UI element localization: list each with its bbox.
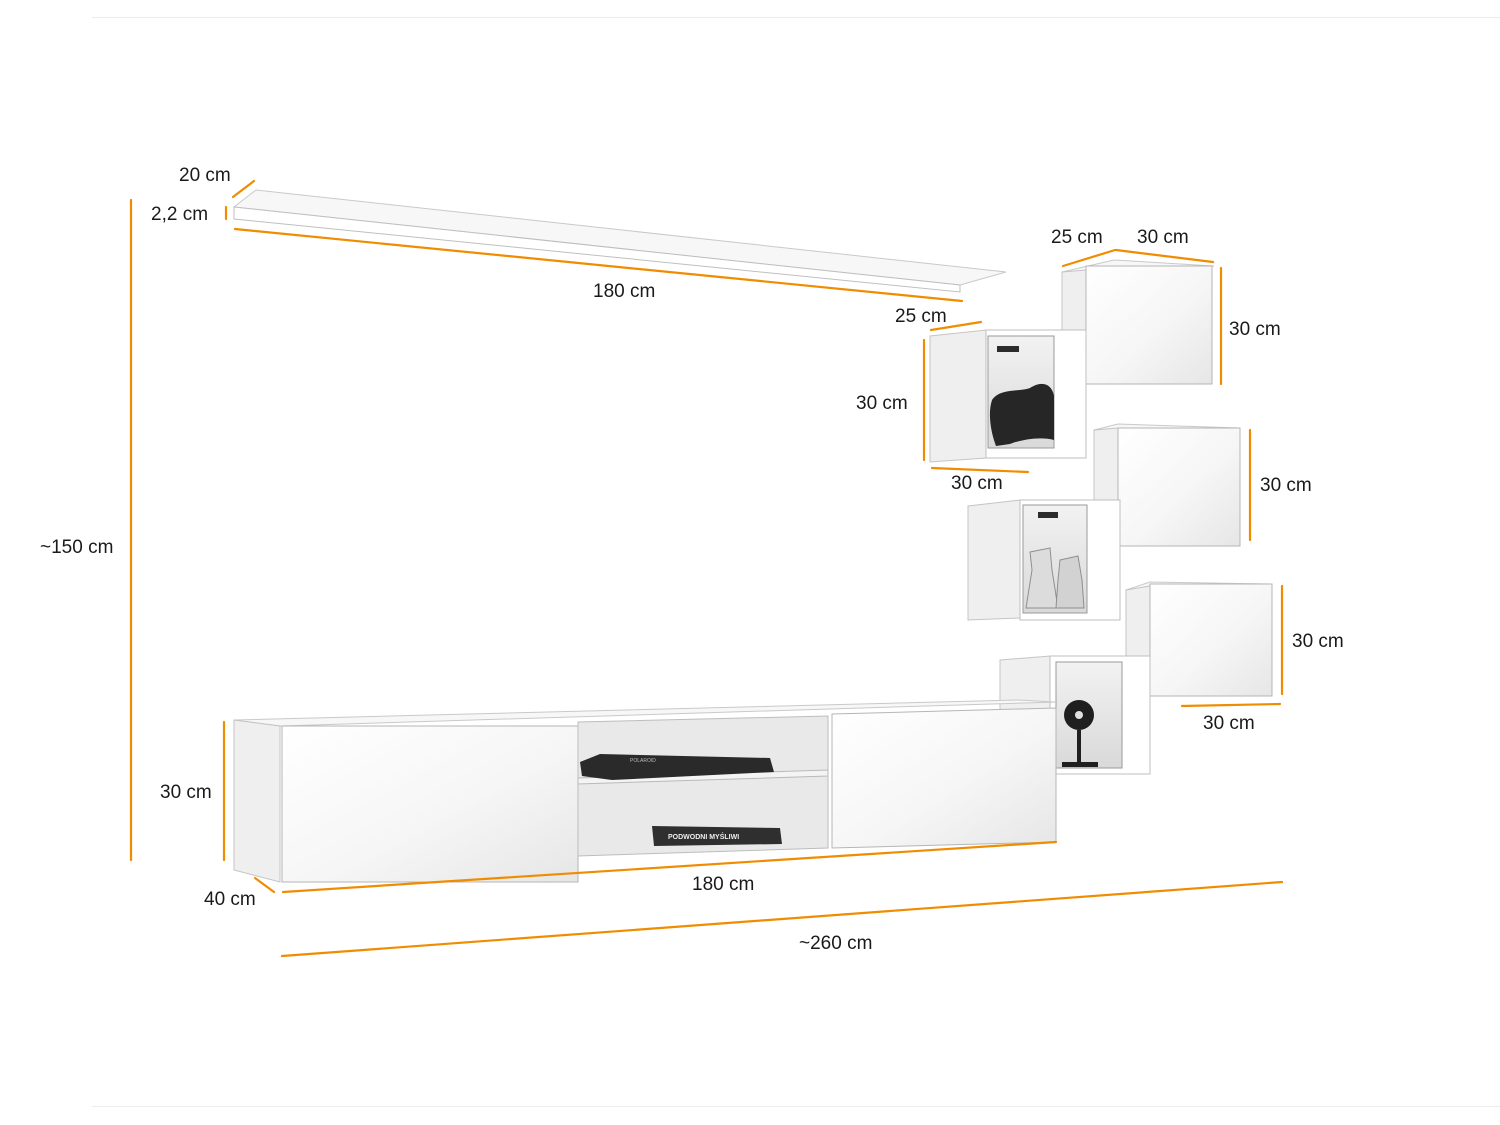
dim-line-cube-b-width [930,466,1030,474]
dim-line-cube-d-width [1180,702,1282,708]
label-shelf-length: 180 cm [593,281,655,302]
cube-glass-bear [929,329,1087,463]
tv-door-left [281,725,579,883]
top-divider [92,17,1500,18]
label-cube-d-width: 30 cm [1203,713,1255,734]
led-lamp [1038,512,1058,518]
label-total-width: ~260 cm [799,933,872,954]
label-tv-depth: 40 cm [204,889,256,910]
dimension-labels: 20 cm 2,2 cm 180 cm ~150 cm 25 cm 30 cm … [40,165,1344,954]
label-cube-a-depth: 25 cm [1051,227,1103,248]
label-cube-c-height: 30 cm [1260,475,1312,496]
bear-figurine [989,383,1054,446]
vase-right [1055,555,1085,609]
label-shelf-thickness: 2,2 cm [151,204,208,225]
label-cube-b-width: 30 cm [951,473,1003,494]
cube-glass-vases [967,499,1121,621]
dim-line-tv-depth [253,876,276,894]
label-shelf-depth: 20 cm [179,165,231,186]
dim-line-cube-b-depth [929,320,983,332]
book [652,826,782,846]
dimension-lines [129,179,1284,958]
tv-unit: POLAROID PODWODNI MYŚLIWI [233,699,1057,883]
bottom-divider [92,1106,1500,1107]
dim-line-cube-a-width [1114,248,1215,264]
label-tv-length: 180 cm [692,874,754,895]
dim-line-tv-length [281,840,1058,894]
led-lamp [997,346,1019,352]
cube-closed-top-right [1061,259,1215,385]
tv-door-right [831,707,1057,849]
cube-closed-bottom-right [1125,581,1273,697]
label-cube-d-height: 30 cm [1292,631,1344,652]
label-cube-a-width: 30 cm [1137,227,1189,248]
dim-line-cube-a-depth [1061,248,1117,268]
book-title: PODWODNI MYŚLIWI [668,832,739,841]
cube-closed-middle-right [1093,423,1241,547]
dim-line-shelf-depth [231,179,256,199]
label-cube-a-height: 30 cm [1229,319,1281,340]
label-cube-b-depth: 25 cm [895,306,947,327]
tv-open-section [577,715,829,857]
dvd-brand: POLAROID [630,758,656,764]
dim-line-total-width [280,880,1284,958]
label-tv-height: 30 cm [160,782,212,803]
dvd-player [580,754,774,780]
wall-shelf [232,189,1007,293]
dim-line-shelf-length [233,227,964,303]
label-cube-b-height: 30 cm [856,393,908,414]
label-total-height: ~150 cm [40,537,113,558]
